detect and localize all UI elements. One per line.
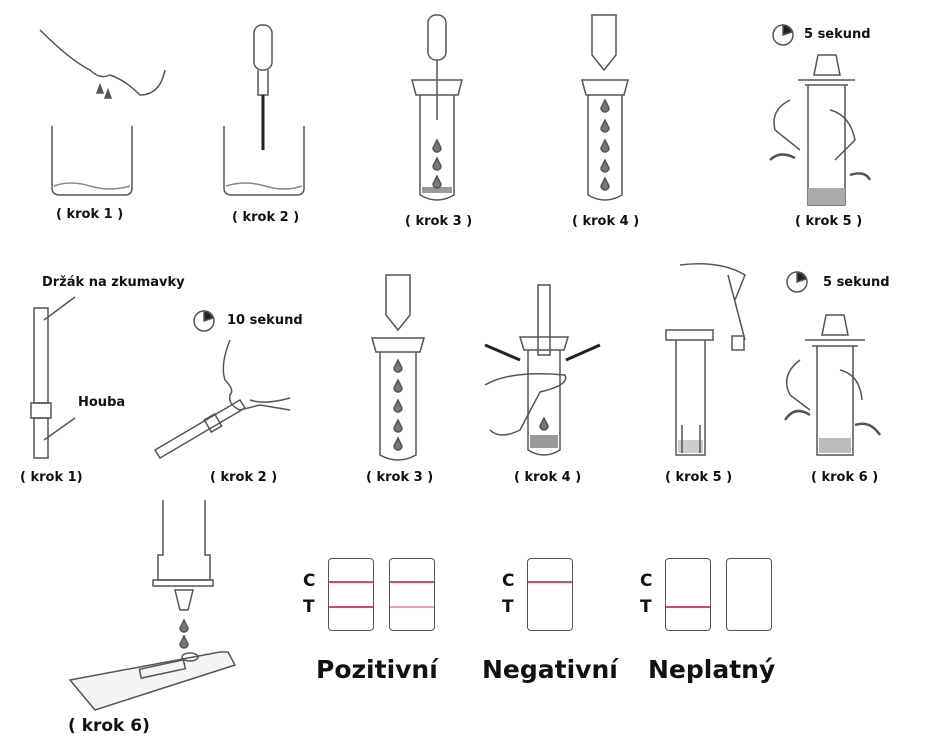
- control-line: [390, 581, 434, 583]
- result-positive: Pozitivní: [316, 655, 438, 684]
- shake-tube-illustration-2: [783, 271, 882, 456]
- test-cassette-window: [389, 558, 435, 631]
- step-label: ( krok 4 ): [514, 470, 582, 485]
- cassette-drop-illustration: [68, 500, 237, 711]
- step-label: ( krok 4 ): [572, 214, 640, 229]
- step-label: ( krok 5 ): [795, 214, 863, 229]
- c-label: C: [640, 571, 653, 591]
- timer-label: 5 sekund: [804, 27, 871, 42]
- test-cassette-window: [665, 558, 711, 631]
- t-label: T: [502, 597, 514, 617]
- result-invalid: Neplatný: [648, 655, 776, 684]
- step-label: ( krok 3 ): [405, 214, 473, 229]
- test-cassette-window: [527, 558, 573, 631]
- cap-tube-illustration: [665, 263, 746, 456]
- swab-holder-illustration: [30, 296, 76, 459]
- test-line: [666, 606, 710, 608]
- step-label: ( krok 2 ): [232, 210, 300, 225]
- step-label: ( krok 6): [68, 716, 150, 736]
- spit-cup-illustration: [39, 29, 166, 196]
- t-label: T: [303, 597, 315, 617]
- control-line: [528, 581, 572, 583]
- buffer-drops-illustration: [581, 14, 629, 201]
- step-label: ( krok 1 ): [56, 207, 124, 222]
- sponge-label: Houba: [78, 395, 126, 410]
- tube-drops-illustration-2: [371, 274, 425, 461]
- c-label: C: [303, 571, 316, 591]
- step-label: ( krok 3 ): [366, 470, 434, 485]
- result-negative: Negativní: [482, 655, 618, 684]
- holder-label: Držák na zkumavky: [42, 275, 185, 290]
- test-line-faint: [390, 606, 434, 608]
- test-cassette-window: [328, 558, 374, 631]
- swab-mouth-illustration: [153, 310, 291, 460]
- tube-drops-illustration: [411, 14, 463, 201]
- step-label: ( krok 6 ): [811, 470, 879, 485]
- control-line: [329, 581, 373, 583]
- step-label: ( krok 2 ): [210, 470, 278, 485]
- shake-tube-illustration: [769, 24, 872, 206]
- squeeze-tube-illustration: [484, 284, 601, 456]
- step-label: ( krok 1): [20, 470, 83, 485]
- pipette-cup-illustration: [223, 24, 305, 196]
- timer-label: 5 sekund: [823, 275, 890, 290]
- test-cassette-window: [726, 558, 772, 631]
- t-label: T: [640, 597, 652, 617]
- timer-label: 10 sekund: [227, 313, 303, 328]
- c-label: C: [502, 571, 515, 591]
- step-label: ( krok 5 ): [665, 470, 733, 485]
- test-line: [329, 606, 373, 608]
